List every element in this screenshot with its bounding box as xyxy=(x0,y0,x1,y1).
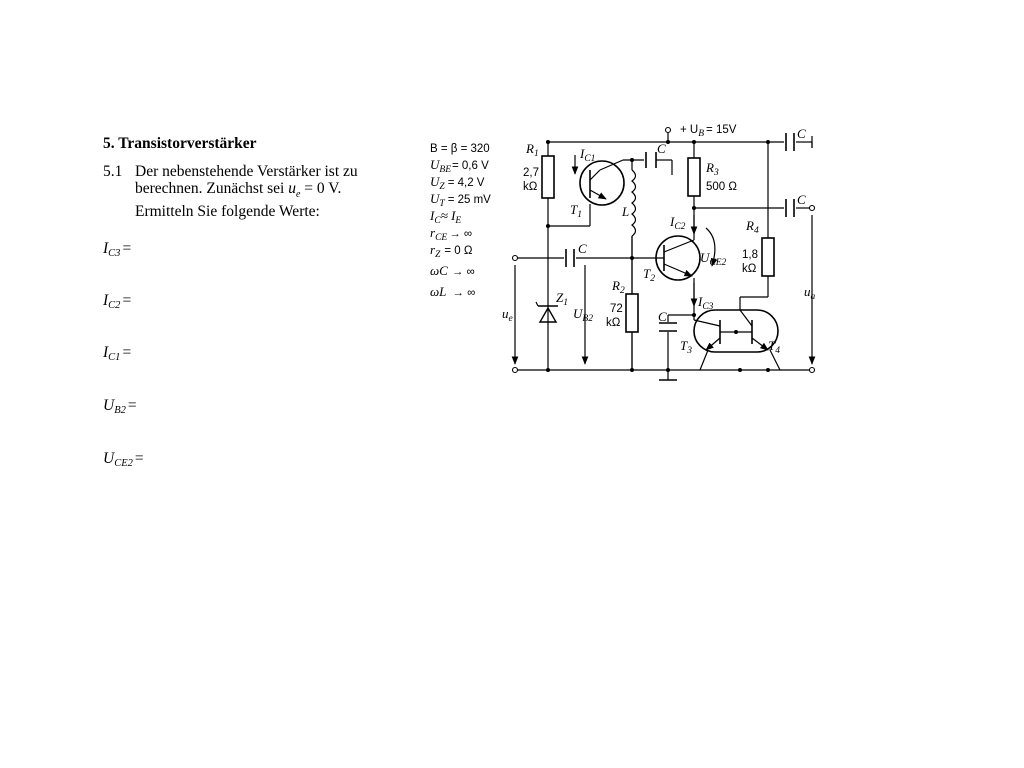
capacitor-output xyxy=(785,199,795,217)
given-b: B = β = 320 xyxy=(430,143,490,155)
label-t1: T1 xyxy=(570,202,582,220)
label-r1: R1 xyxy=(525,141,539,159)
resistor-r2 xyxy=(625,293,639,333)
given-uz: UZ= 4,2 V xyxy=(430,174,485,192)
given-rce: rCE→ ∞ xyxy=(430,225,472,243)
label-r3-value: 500 Ω xyxy=(706,181,737,193)
label-c-input: C xyxy=(578,241,587,256)
label-r2-value-1: 72 xyxy=(610,303,623,315)
answer-ub2: UB2= xyxy=(103,397,137,416)
given-ic: IC≈ IE xyxy=(429,208,461,226)
label-ic1: IC1 xyxy=(579,146,595,164)
transistor-t2 xyxy=(655,215,718,281)
output-ground-terminal xyxy=(808,366,816,374)
label-t4: T4 xyxy=(768,338,780,356)
label-ic2: IC2 xyxy=(669,214,686,232)
input-terminal xyxy=(511,254,519,262)
label-z1: Z1 xyxy=(556,290,568,308)
label-l: L xyxy=(621,204,629,219)
label-r4: R4 xyxy=(745,218,759,236)
label-c1: C xyxy=(657,141,666,156)
resistor-r3 xyxy=(687,157,701,197)
label-r2: R2 xyxy=(611,278,625,296)
given-ube: UBE= 0,6 V xyxy=(430,157,489,175)
capacitor-emitter xyxy=(659,322,677,332)
question-line-2: berechnen. Zunächst sei ue = 0 V. xyxy=(135,180,342,201)
label-c-output: C xyxy=(797,192,806,207)
capacitor-supply-bypass xyxy=(785,133,795,151)
answer-uce2: UCE2= xyxy=(103,450,144,469)
circuit-labels: + UB= 15V R1 2,7 kΩ IC1 C R3 500 Ω C C T… xyxy=(502,124,816,356)
question-line-3: Ermitteln Sie folgende Werte: xyxy=(135,203,320,221)
given-values: B = β = 320 UBE= 0,6 V UZ= 4,2 V UT= 25 … xyxy=(429,143,491,299)
label-r1-value-2: kΩ xyxy=(523,181,538,193)
supply-terminal xyxy=(664,126,672,134)
given-rz: rZ= 0 Ω xyxy=(430,242,473,260)
transistor-t1 xyxy=(571,155,625,206)
given-wc: ωC→ ∞ xyxy=(430,263,475,278)
resistor-r1 xyxy=(541,155,555,199)
label-ic3: IC3 xyxy=(697,294,714,312)
input-ground-terminal xyxy=(511,366,519,374)
label-r2-value-2: kΩ xyxy=(606,317,621,329)
label-r4-value-1: 1,8 xyxy=(742,249,758,261)
section-heading: 5. Transistorverstärker xyxy=(103,135,257,152)
label-c-emitter: C xyxy=(658,309,667,324)
label-ue: ue xyxy=(502,306,513,324)
label-uce2: UCE2 xyxy=(700,250,727,268)
zener-diode-z1 xyxy=(535,301,558,323)
label-t2: T2 xyxy=(643,266,655,284)
inductor-l xyxy=(631,169,637,237)
amplifier-schematic: B = β = 320 UBE= 0,6 V UZ= 4,2 V UT= 25 … xyxy=(429,124,816,381)
label-r4-value-2: kΩ xyxy=(742,263,757,275)
output-terminal xyxy=(808,204,816,212)
given-ut: UT= 25 mV xyxy=(430,191,491,209)
resistor-r4 xyxy=(761,237,775,277)
capacitor-input xyxy=(565,249,575,267)
label-t3: T3 xyxy=(680,338,692,356)
label-r3: R3 xyxy=(705,160,719,178)
junctions xyxy=(546,140,770,372)
label-supply: + UB= 15V xyxy=(680,124,737,139)
label-ub2: UB2 xyxy=(573,306,593,324)
question-number: 5.1 xyxy=(103,163,123,180)
label-r1-value-1: 2,7 xyxy=(523,167,539,179)
question-text: Der nebenstehende Verstärker ist zu bere… xyxy=(135,163,395,220)
transistor-pair-t3-t4 xyxy=(690,283,779,353)
question-line-1: Der nebenstehende Verstärker ist zu xyxy=(135,163,358,180)
capacitor-t1-collector xyxy=(645,152,658,168)
label-ua: ua xyxy=(804,284,816,302)
answer-ic1: IC1= xyxy=(103,344,132,363)
answer-ic2: IC2= xyxy=(103,292,132,311)
answer-ic3: IC3= xyxy=(103,240,132,259)
label-c-supply: C xyxy=(797,126,806,141)
given-wl: ωL→ ∞ xyxy=(430,284,475,299)
